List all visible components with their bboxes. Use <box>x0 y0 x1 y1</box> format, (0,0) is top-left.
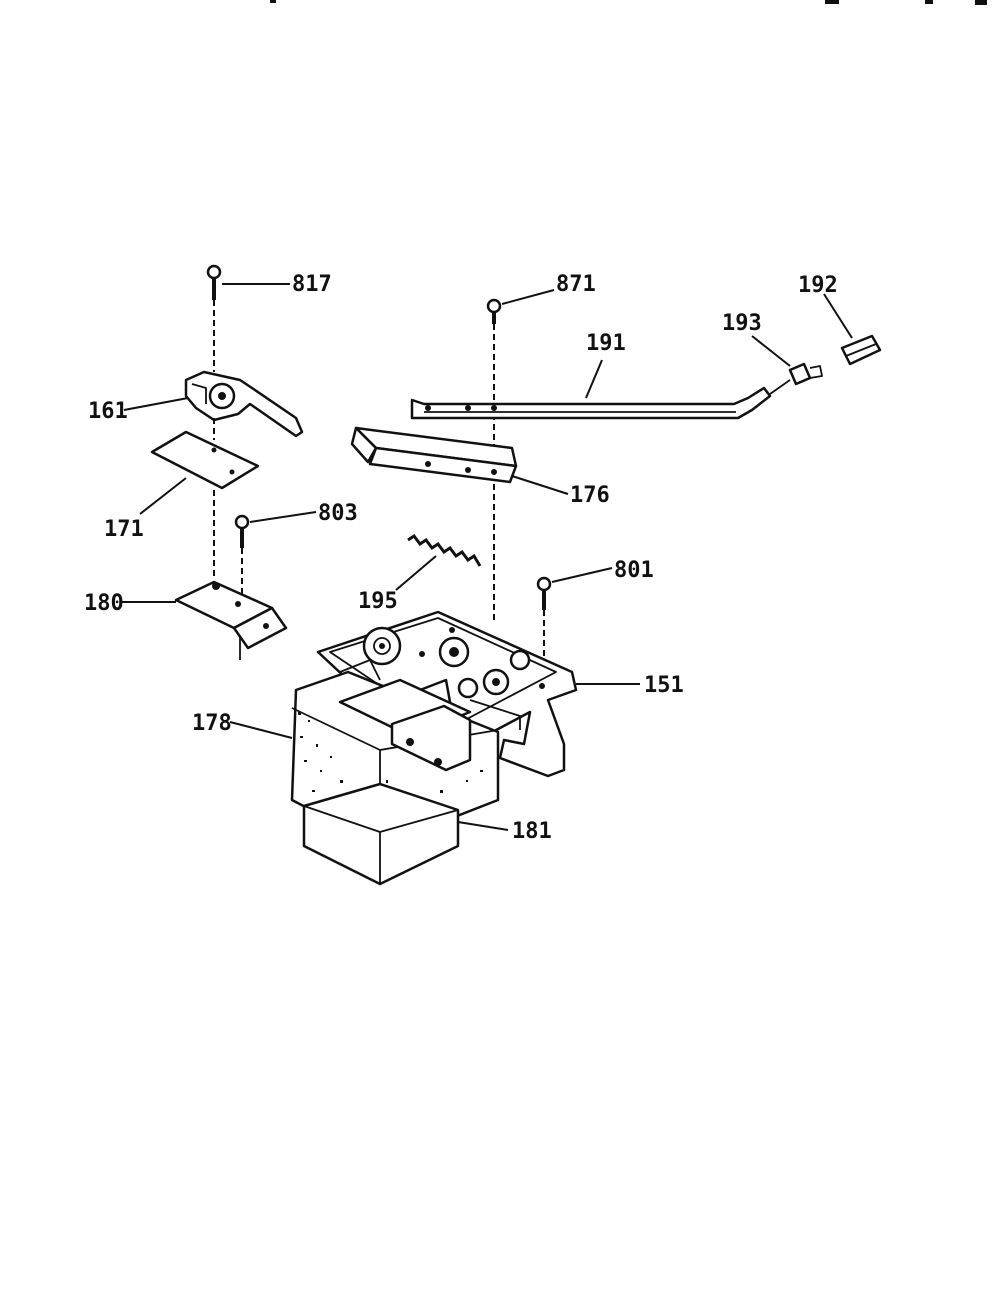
leader-181 <box>457 821 509 831</box>
leader-193 <box>751 335 791 367</box>
label-161-top: 161 <box>88 399 128 424</box>
leader-171 <box>139 477 187 515</box>
label-151: 151 <box>644 673 684 698</box>
part-191-arm <box>410 386 772 420</box>
part-171-plate <box>150 430 260 580</box>
label-801: 801 <box>614 558 654 583</box>
label-180: 180 <box>84 591 124 616</box>
leader-178 <box>229 721 293 739</box>
label-191: 191 <box>586 331 626 356</box>
part-180-bracket <box>174 580 288 660</box>
label-171: 171 <box>104 517 144 542</box>
leader-871 <box>501 289 555 305</box>
label-181: 181 <box>512 819 552 844</box>
top-edge-marks <box>270 0 987 5</box>
leader-176 <box>511 475 569 495</box>
label-178: 178 <box>192 711 232 736</box>
part-181-block <box>302 782 460 886</box>
part-193-connector <box>769 362 823 395</box>
part-195-spring <box>407 533 482 567</box>
screw-871 <box>486 298 502 620</box>
label-195: 195 <box>358 589 398 614</box>
label-817: 817 <box>292 272 332 297</box>
leader-192 <box>823 293 853 339</box>
leader-801 <box>551 567 613 583</box>
label-192: 192 <box>798 273 838 298</box>
part-161-bracket <box>184 370 304 440</box>
label-176: 176 <box>570 483 610 508</box>
part-192-cap <box>840 334 882 366</box>
label-871: 871 <box>556 272 596 297</box>
label-803: 803 <box>318 501 358 526</box>
screw-817 <box>206 264 222 372</box>
leader-803 <box>249 511 317 523</box>
part-176-channel <box>350 426 518 484</box>
leader-191 <box>585 359 603 399</box>
leader-161-top <box>123 397 189 411</box>
leader-195 <box>395 555 437 591</box>
label-193: 193 <box>722 311 762 336</box>
